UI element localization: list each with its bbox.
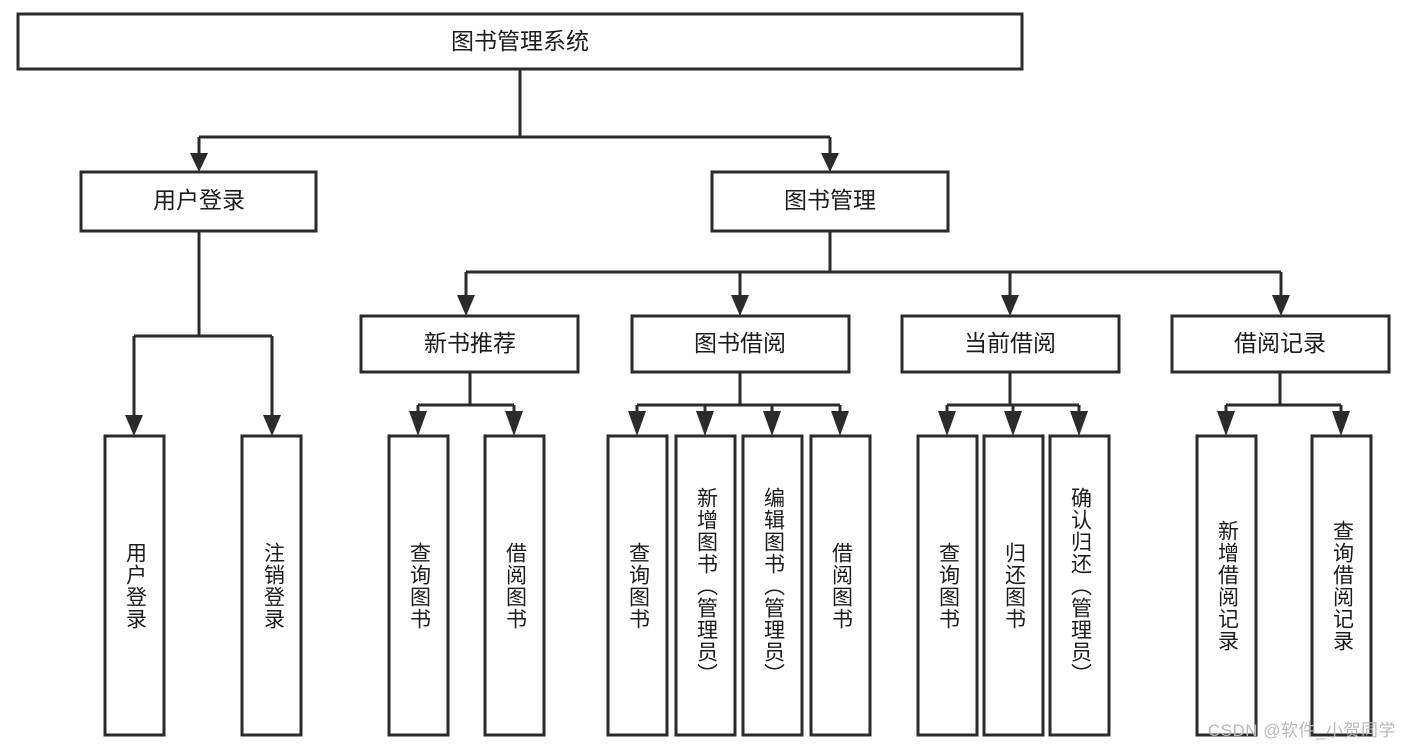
leaf-current-borrow-confirm[interactable]: 确认归还（管理员） [1048,434,1111,737]
node-book-borrow-box[interactable] [630,314,851,374]
arrow-bookborrow-leaf-1 [628,411,646,436]
arrow-currentborrow-leaf-2 [1004,411,1022,436]
leaf-borrow-record-query[interactable]: 查询借阅记录 [1310,434,1373,737]
leaf-current-borrow-query-label: 查询图书 [936,542,960,630]
leaf-book-borrow-query[interactable]: 查询图书 [606,434,669,737]
leaf-current-borrow-confirm-box[interactable] [1048,434,1111,737]
leaf-new-book-query[interactable]: 查询图书 [387,434,450,737]
node-root-system-label: 图书管理系统 [451,28,589,54]
leaf-book-borrow-add-box[interactable] [674,434,737,737]
leaf-book-borrow-borrow-box[interactable] [809,434,872,737]
leaf-book-borrow-edit[interactable]: 编辑图书（管理员） [741,434,804,737]
leaf-book-borrow-borrow-label: 借阅图书 [829,542,853,630]
leaf-user-login-login[interactable]: 用户登录 [103,434,166,737]
leaf-user-login-logout[interactable]: 注销登录 [240,434,303,737]
leaf-book-borrow-add[interactable]: 新增图书（管理员） [674,434,737,737]
node-user-login-box[interactable] [79,170,318,233]
node-current-borrow-box[interactable] [900,314,1121,374]
node-borrow-record-label: 借阅记录 [1234,330,1326,356]
leaf-user-login-login-box[interactable] [103,434,166,737]
arrow-currentborrow-leaf-3 [1070,411,1088,436]
arrow-bookborrow-leaf-4 [831,411,849,436]
leaf-borrow-record-query-label: 查询借阅记录 [1330,520,1354,652]
node-book-borrow[interactable]: 图书借阅 [630,314,851,374]
arrow-bookmgmt-to-current-borrow [1001,295,1019,316]
leaf-current-borrow-query[interactable]: 查询图书 [916,434,979,737]
edges-layer [125,69,1350,436]
node-new-book-recommend-label: 新书推荐 [424,330,516,356]
arrow-newbook-leaf-2 [505,411,523,436]
leaf-user-login-login-label: 用户登录 [123,542,147,630]
leaf-borrow-record-add-box[interactable] [1195,434,1258,737]
leaf-new-book-borrow-label: 借阅图书 [503,542,527,630]
node-user-login-label: 用户登录 [153,187,245,213]
arrow-root-to-user-login [190,153,208,172]
leaf-borrow-record-add[interactable]: 新增借阅记录 [1195,434,1258,737]
leaf-book-borrow-add-label: 新增图书（管理员） [694,487,718,685]
leaf-new-book-query-box[interactable] [387,434,450,737]
node-root-system-box[interactable] [16,12,1024,71]
node-new-book-recommend-box[interactable] [359,314,580,374]
nodes-layer: 图书管理系统 用户登录 图书管理 新书推荐 图书借阅 当前 [16,12,1391,737]
arrow-borrowrecord-leaf-1 [1217,411,1235,436]
arrow-bookmgmt-to-book-borrow [731,295,749,316]
node-new-book-recommend[interactable]: 新书推荐 [359,314,580,374]
arrow-borrowrecord-leaf-2 [1332,411,1350,436]
leaf-new-book-borrow[interactable]: 借阅图书 [483,434,546,737]
leaf-book-borrow-edit-label: 编辑图书（管理员） [761,487,785,685]
node-book-borrow-label: 图书借阅 [694,330,786,356]
leaf-book-borrow-edit-box[interactable] [741,434,804,737]
node-user-login[interactable]: 用户登录 [79,170,318,233]
node-book-management-label: 图书管理 [784,187,876,213]
arrow-root-to-book-mgmt [821,153,839,172]
arrow-currentborrow-leaf-1 [938,411,956,436]
leaf-current-borrow-return-box[interactable] [982,434,1045,737]
node-borrow-record-box[interactable] [1170,314,1391,374]
leaf-book-borrow-query-box[interactable] [606,434,669,737]
leaf-new-book-borrow-box[interactable] [483,434,546,737]
leaf-book-borrow-borrow[interactable]: 借阅图书 [809,434,872,737]
arrow-bookmgmt-to-new-book [457,295,475,316]
node-borrow-record[interactable]: 借阅记录 [1170,314,1391,374]
node-book-management-box[interactable] [710,170,950,233]
leaf-borrow-record-query-box[interactable] [1310,434,1373,737]
arrow-newbook-leaf-1 [409,411,427,436]
leaf-user-login-logout-box[interactable] [240,434,303,737]
arrow-userlogin-leaf-1 [125,415,143,436]
node-book-management[interactable]: 图书管理 [710,170,950,233]
leaf-current-borrow-confirm-label: 确认归还（管理员） [1068,487,1092,685]
node-current-borrow-label: 当前借阅 [964,330,1056,356]
arrow-userlogin-leaf-2 [263,415,281,436]
leaf-current-borrow-query-box[interactable] [916,434,979,737]
arrow-bookborrow-leaf-3 [763,411,781,436]
arrow-bookmgmt-to-borrow-record [1272,295,1290,316]
leaf-current-borrow-return-label: 归还图书 [1002,542,1026,630]
node-current-borrow[interactable]: 当前借阅 [900,314,1121,374]
leaf-user-login-logout-label: 注销登录 [261,542,285,630]
leaf-book-borrow-query-label: 查询图书 [626,542,650,630]
arrow-bookborrow-leaf-2 [696,411,714,436]
leaf-new-book-query-label: 查询图书 [407,542,431,630]
node-root-system[interactable]: 图书管理系统 [16,12,1024,71]
leaf-current-borrow-return[interactable]: 归还图书 [982,434,1045,737]
leaf-borrow-record-add-label: 新增借阅记录 [1215,520,1239,652]
